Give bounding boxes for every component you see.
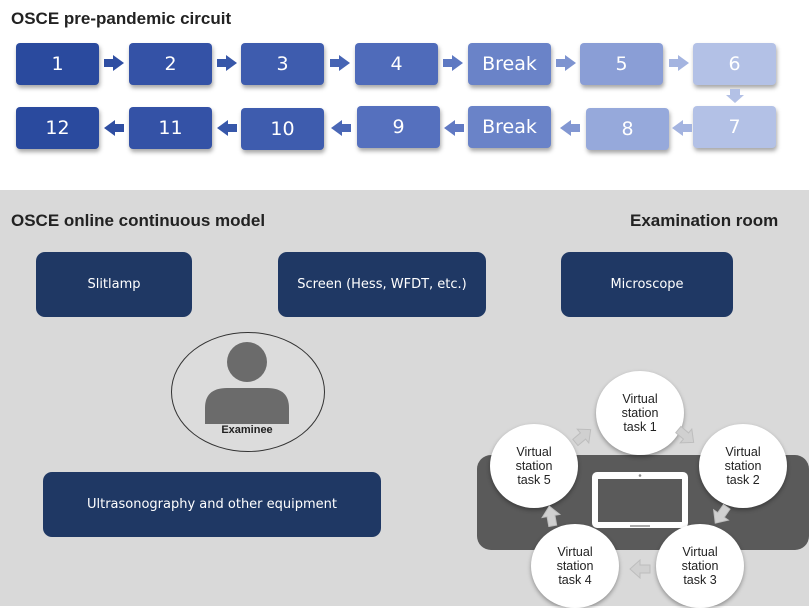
- step-8: 8: [586, 108, 669, 150]
- microscope-box: Microscope: [561, 252, 733, 317]
- station-5-line1: Virtual: [516, 445, 552, 459]
- step-11: 11: [129, 107, 212, 149]
- step-5: 5: [580, 43, 663, 85]
- arrow-3-to-4-icon: [629, 558, 651, 580]
- virtual-station-5: Virtual station task 5: [490, 424, 578, 508]
- arrow-right-icon: [556, 55, 576, 71]
- virtual-station-4: Virtual station task 4: [531, 524, 619, 608]
- station-3-line2: station: [681, 559, 719, 573]
- virtual-station-2: Virtual station task 2: [699, 424, 787, 508]
- virtual-station-3: Virtual station task 3: [656, 524, 744, 608]
- station-2-line2: station: [724, 459, 762, 473]
- online-model-title: OSCE online continuous model: [11, 211, 266, 230]
- station-2-line1: Virtual: [725, 445, 761, 459]
- station-1-line3: task 1: [623, 420, 657, 434]
- arrow-1-to-2-icon: [675, 425, 695, 444]
- prepandemic-title: OSCE pre-pandemic circuit: [11, 9, 232, 28]
- station-3-line3: task 3: [683, 573, 717, 587]
- slitlamp-box: Slitlamp: [36, 252, 192, 317]
- station-5-line3: task 5: [517, 473, 551, 487]
- station-4-line2: station: [556, 559, 594, 573]
- step-10: 10: [241, 108, 324, 150]
- arrow-right-icon: [104, 55, 124, 71]
- arrow-left-icon: [104, 120, 124, 136]
- step-9: 9: [357, 106, 440, 148]
- step-6: 6: [693, 43, 776, 85]
- station-4-line3: task 4: [558, 573, 592, 587]
- arrow-right-icon: [217, 55, 237, 71]
- station-1-line1: Virtual: [622, 392, 658, 406]
- arrow-left-icon: [217, 120, 237, 136]
- step-3: 3: [241, 43, 324, 85]
- arrow-right-icon: [330, 55, 350, 71]
- arrow-5-to-1-icon: [572, 428, 592, 447]
- arrow-left-icon: [672, 120, 692, 136]
- step-break-2: Break: [468, 106, 551, 148]
- arrow-right-icon: [443, 55, 463, 71]
- station-5-line2: station: [515, 459, 553, 473]
- arrow-2-to-3-icon: [712, 504, 731, 524]
- person-icon: [205, 342, 289, 424]
- arrow-down-icon: [726, 89, 744, 103]
- ultrasonography-box: Ultrasonography and other equipment: [43, 472, 381, 537]
- step-2: 2: [129, 43, 212, 85]
- laptop-icon: [592, 472, 688, 528]
- arrow-left-icon: [560, 120, 580, 136]
- step-7: 7: [693, 106, 776, 148]
- examinee-label: Examinee: [221, 424, 273, 436]
- station-1-line2: station: [621, 406, 659, 420]
- examination-room-title: Examination room: [630, 211, 779, 230]
- station-4-line1: Virtual: [557, 545, 593, 559]
- virtual-station-1: Virtual station task 1: [596, 371, 684, 455]
- screen-box: Screen (Hess, WFDT, etc.): [278, 252, 486, 317]
- arrow-left-icon: [444, 120, 464, 136]
- step-1: 1: [16, 43, 99, 85]
- arrow-left-icon: [331, 120, 351, 136]
- station-2-line3: task 2: [726, 473, 760, 487]
- arrow-right-icon: [669, 55, 689, 71]
- step-break-1: Break: [468, 43, 551, 85]
- step-12: 12: [16, 107, 99, 149]
- station-3-line1: Virtual: [682, 545, 718, 559]
- arrow-4-to-5-icon: [541, 505, 562, 527]
- step-4: 4: [355, 43, 438, 85]
